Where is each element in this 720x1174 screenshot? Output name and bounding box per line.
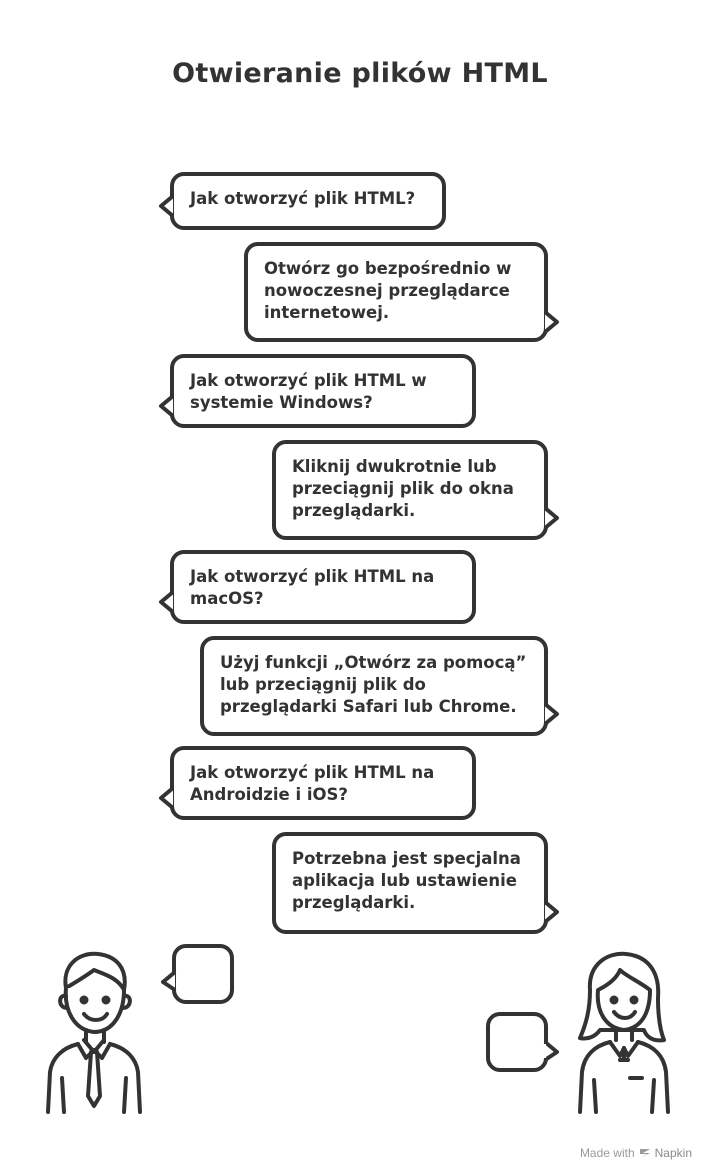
answer-bubble-3: Użyj funkcji „Otwórz za pomocą” lub prze… xyxy=(200,636,548,736)
made-with-label: Made with xyxy=(579,1146,635,1160)
answer-text-4: Potrzebna jest specjalna aplikacja lub u… xyxy=(292,849,521,912)
bubble-tail-left xyxy=(159,786,174,810)
bubble-tail-right xyxy=(544,900,559,924)
bubble-tail-right xyxy=(544,702,559,726)
question-text-1: Jak otworzyć plik HTML? xyxy=(190,189,416,208)
napkin-brand-label: Napkin xyxy=(654,1146,692,1160)
bubble-tail-right xyxy=(544,506,559,530)
napkin-logo-icon xyxy=(639,1149,650,1158)
diagram-title: Otwieranie plików HTML xyxy=(172,58,548,89)
man-figure-icon xyxy=(46,951,142,1114)
question-text-3: Jak otworzyć plik HTML na macOS? xyxy=(190,567,435,608)
answer-text-1: Otwórz go bezpośrednio w nowoczesnej prz… xyxy=(264,259,512,322)
answer-text-2: Kliknij dwukrotnie lub przeciągnij plik … xyxy=(292,457,514,520)
question-bubble-2: Jak otworzyć plik HTML w systemie Window… xyxy=(170,354,476,428)
bubble-tail-left xyxy=(159,590,174,614)
empty-speech-bubble-icon xyxy=(161,944,234,1004)
question-bubble-3: Jak otworzyć plik HTML na macOS? xyxy=(170,550,476,624)
question-text-2: Jak otworzyć plik HTML w systemie Window… xyxy=(190,371,427,412)
question-bubble-4: Jak otworzyć plik HTML na Androidzie i i… xyxy=(170,746,476,820)
answer-bubble-2: Kliknij dwukrotnie lub przeciągnij plik … xyxy=(272,440,548,540)
bubble-tail-left xyxy=(159,394,174,418)
answer-text-3: Użyj funkcji „Otwórz za pomocą” lub prze… xyxy=(220,653,527,716)
question-bubble-1: Jak otworzyć plik HTML? xyxy=(170,172,446,230)
bubble-tail-right xyxy=(544,310,559,334)
empty-speech-bubble-icon xyxy=(486,1012,559,1072)
woman-figure-icon xyxy=(578,951,670,1114)
question-text-4: Jak otworzyć plik HTML na Androidzie i i… xyxy=(190,763,435,804)
made-with-napkin-footer: Made with Napkin xyxy=(580,1146,692,1160)
answer-bubble-4: Potrzebna jest specjalna aplikacja lub u… xyxy=(272,832,548,934)
answer-bubble-1: Otwórz go bezpośrednio w nowoczesnej prz… xyxy=(244,242,548,342)
bubble-tail-left xyxy=(159,194,174,218)
